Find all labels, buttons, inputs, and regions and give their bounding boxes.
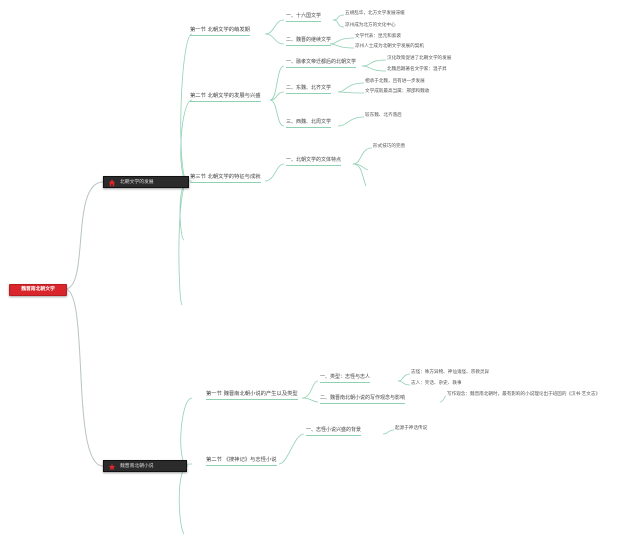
chapter-node-northern-literature[interactable]: 北朝文学的发展 xyxy=(103,176,189,188)
detail-node[interactable]: 文学成就最高当属：邢邵和魏收 xyxy=(365,89,430,94)
chapter-node-novels[interactable]: 魏晋南北朝小说 xyxy=(103,460,187,472)
topic-node[interactable]: 一、类型：志怪与志人 xyxy=(320,374,371,383)
topic-node[interactable]: 二、东魏、北齐文学 xyxy=(286,85,332,94)
chapter-label: 魏晋南北朝小说 xyxy=(120,464,154,469)
topic-node[interactable]: 一、志怪小说兴盛的背景 xyxy=(306,427,362,436)
detail-node[interactable]: 凉州人士成为北朝文学发展的契机 xyxy=(355,44,424,49)
section-node[interactable]: 第三节 北朝文学的特征与成就 xyxy=(190,174,261,183)
root-node[interactable]: 魏晋南北朝文学 xyxy=(9,284,67,296)
detail-node[interactable]: 形式技巧的完善 xyxy=(373,144,406,149)
detail-node[interactable]: 北魏后期著名文学家：温子昇 xyxy=(387,67,447,72)
detail-node[interactable]: 相承于北魏，且有进一步发展 xyxy=(365,79,425,84)
detail-node[interactable]: 志怪：殊方异物、神仙鬼怪、宗教灵异 xyxy=(411,370,490,375)
section-node[interactable]: 第一节 北朝文学的萌发期 xyxy=(190,27,250,36)
topic-node[interactable]: 二、魏晋的继续文学 xyxy=(286,37,332,46)
topic-node[interactable]: 一、融孝文帝迁都后的北朝文学 xyxy=(286,59,357,68)
detail-node[interactable]: 五胡乱华，北方文学发展滞缓 xyxy=(345,11,405,16)
chapter-label: 北朝文学的发展 xyxy=(120,180,154,185)
detail-node[interactable]: 汉化政策促进了北朝文学的发展 xyxy=(387,56,452,61)
detail-node[interactable]: 较东魏、北齐落后 xyxy=(365,113,402,118)
detail-node[interactable]: 志人：笑话、杂史、轶事 xyxy=(411,381,462,386)
star-icon xyxy=(108,463,116,471)
home-icon xyxy=(108,179,116,187)
section-node[interactable]: 第二节 北朝文学的发展与兴盛 xyxy=(190,93,261,102)
detail-node[interactable]: 凉州成为北方的文化中心 xyxy=(345,23,396,28)
topic-node[interactable]: 三、西魏、北周文学 xyxy=(286,119,332,128)
detail-node[interactable]: 起源于神话传说 xyxy=(395,426,428,431)
section-node[interactable]: 第一节 魏晋南北朝小说的产生以及类型 xyxy=(206,391,298,400)
detail-node[interactable]: 文学代表：昆元和索袭 xyxy=(355,34,401,39)
topic-node[interactable]: 一、北朝文学的文体特点 xyxy=(286,157,342,166)
detail-node[interactable]: 写作观念：魏晋南北朝时，最有影响的小说理论出于班固的《汉书·艺文志》 xyxy=(447,392,601,397)
topic-node[interactable]: 二、魏晋南北朝小说的写作观念与影响 xyxy=(320,395,406,404)
section-node[interactable]: 第二节 《搜神记》与志怪小说 xyxy=(206,457,277,466)
topic-node[interactable]: 一、十六国文学 xyxy=(286,13,322,22)
